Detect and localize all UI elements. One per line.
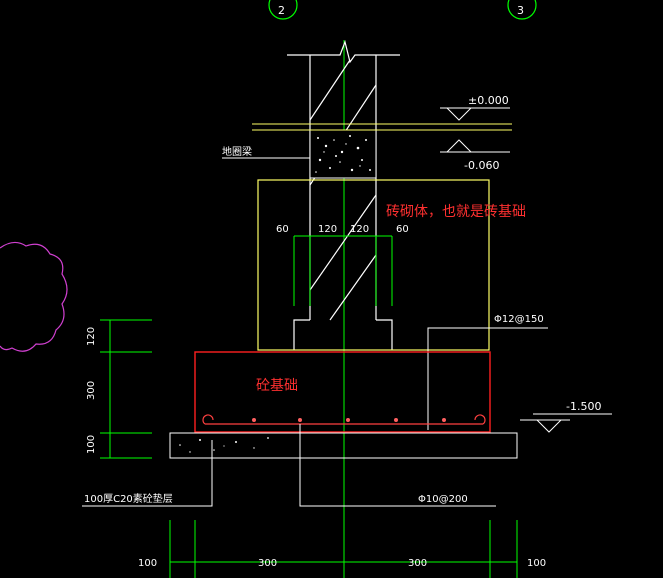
elevation-marker-bottom [520,413,612,433]
elevation-marker-top [440,107,510,121]
footing-step-right [376,319,393,350]
wall-hatch [309,59,351,121]
elevation-top-label: ±0.000 [468,94,509,107]
concrete-cushion [169,432,518,459]
axis-bubble-2 [268,0,298,20]
cushion-leader [82,440,213,507]
dim-b2: 300 [258,558,277,569]
dim-b4: 100 [527,558,546,569]
rebar-top-leader [427,327,548,430]
revision-cloud [0,241,68,352]
dim-w1: 60 [276,224,289,235]
wall-hatch [309,194,377,291]
concrete-footing-box [194,351,491,433]
dim-h2: 300 [86,381,97,400]
cushion-label: 100厚C20素砼垫层 [84,492,173,505]
rebar-top-label: Φ12@150 [494,314,544,325]
rebar-bottom-label: Φ10@200 [418,494,468,505]
brick-footing-box [257,179,490,351]
dim-w2: 120 [318,224,337,235]
elevation-marker-mid [440,139,510,153]
dim-h3: 100 [86,435,97,454]
elevation-mid-label: -0.060 [464,159,499,172]
brick-footing-note: 砖砌体，也就是砖基础 [386,203,526,220]
wall-break-line [287,40,400,64]
axis-bubble-3 [507,0,537,20]
dim-h1: 120 [86,327,97,346]
axis-label-2: 2 [278,4,285,17]
elevation-bottom-label: -1.500 [566,400,601,413]
ring-beam [309,129,377,179]
concrete-footing-note: 砼基础 [256,377,298,394]
dim-b3: 300 [408,558,427,569]
wall-hatch [329,254,377,321]
height-dimension-lines [100,319,152,459]
bottom-rebar [202,414,486,425]
rebar-bottom-leader [299,424,496,507]
dim-w3: 120 [350,224,369,235]
ring-beam-outline [309,129,377,179]
dim-b1: 100 [138,558,157,569]
axis-label-3: 3 [517,4,524,17]
width-dimension-lines [293,235,393,306]
dim-w4: 60 [396,224,409,235]
footing-step-left [293,319,310,350]
bottom-dimension-lines [169,520,518,578]
ring-beam-label: 地圈梁 [222,145,252,158]
